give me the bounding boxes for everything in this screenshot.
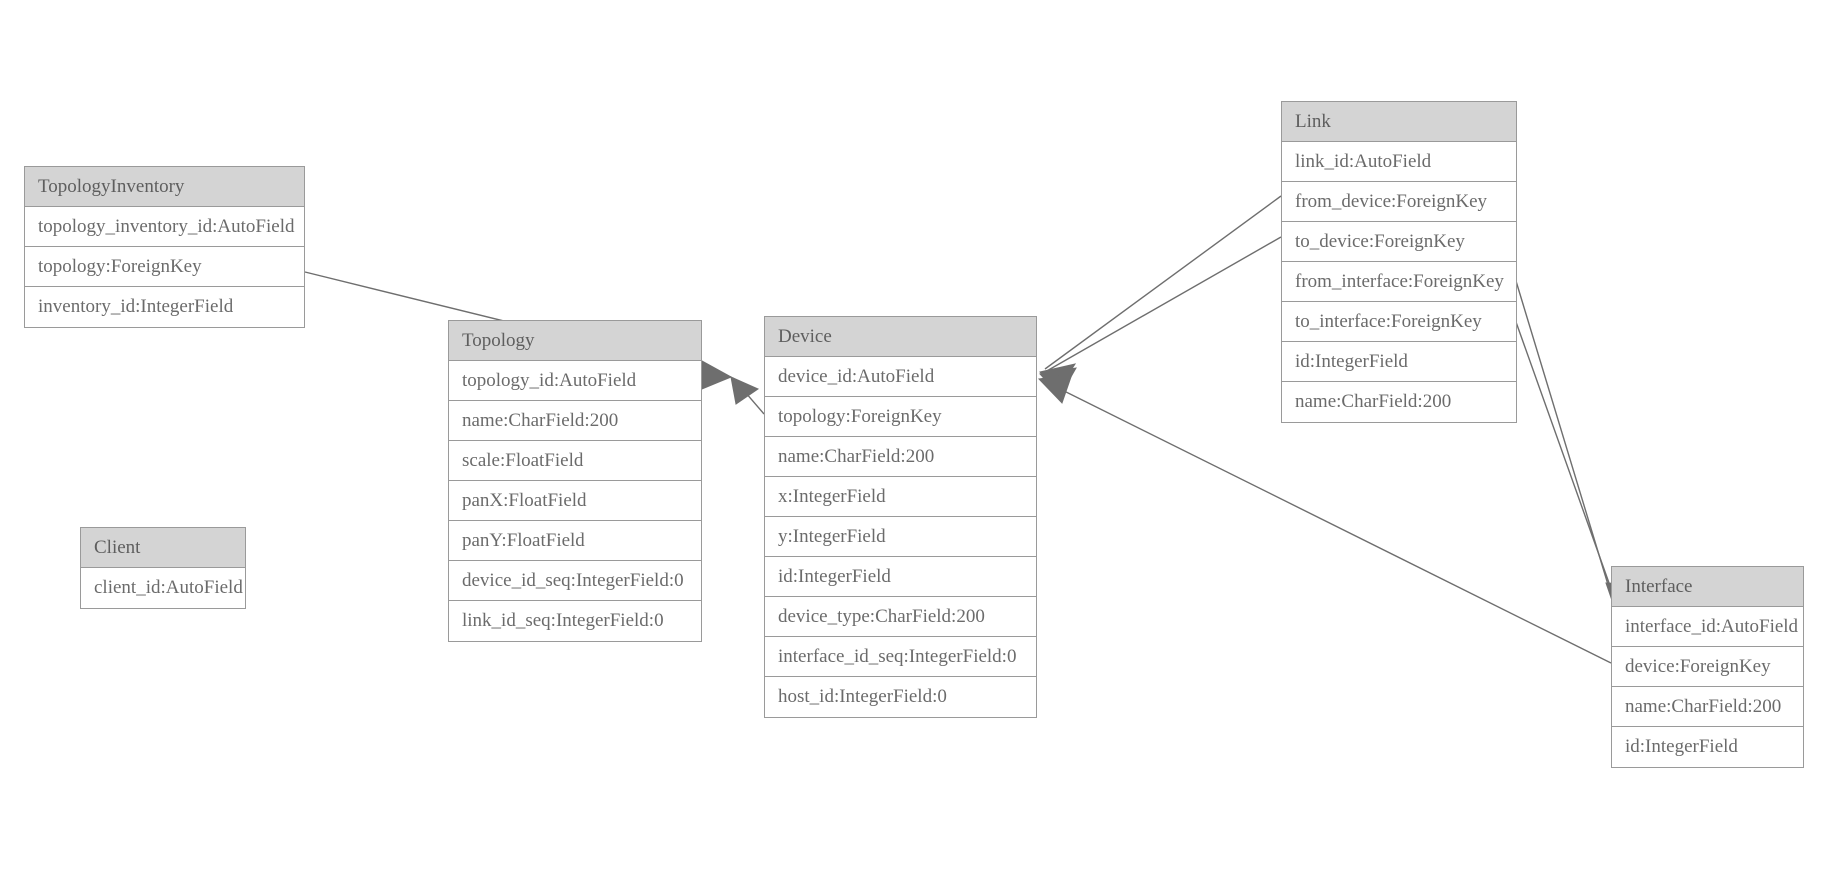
entity-field-row[interactable]: id:IntegerField: [1282, 342, 1516, 382]
relationship-line: [732, 377, 765, 415]
entity-title-link: Link: [1282, 102, 1516, 142]
relationship-line: [1043, 380, 1612, 664]
entity-field-row[interactable]: client_id:AutoField: [81, 568, 245, 608]
entity-field-row[interactable]: to_interface:ForeignKey: [1282, 302, 1516, 342]
entity-field-row[interactable]: topology:ForeignKey: [765, 397, 1036, 437]
entity-field-row[interactable]: from_interface:ForeignKey: [1282, 262, 1516, 302]
rel-link-to-device: [1039, 236, 1282, 397]
entity-field-row[interactable]: topology_inventory_id:AutoField: [25, 207, 304, 247]
entity-field-row[interactable]: device_type:CharField:200: [765, 597, 1036, 637]
relationship-line: [1515, 321, 1620, 612]
entity-field-row[interactable]: device:ForeignKey: [1612, 647, 1803, 687]
entity-field-row[interactable]: id:IntegerField: [1612, 727, 1803, 767]
entity-field-row[interactable]: y:IntegerField: [765, 517, 1036, 557]
entity-title-client: Client: [81, 528, 245, 568]
rel-device-topology: [730, 376, 765, 415]
entity-title-device: Device: [765, 317, 1036, 357]
entity-title-interface: Interface: [1612, 567, 1803, 607]
relationship-line: [1044, 195, 1282, 370]
entity-field-row[interactable]: topology_id:AutoField: [449, 361, 701, 401]
entity-field-row[interactable]: device_id_seq:IntegerField:0: [449, 561, 701, 601]
entity-field-row[interactable]: inventory_id:IntegerField: [25, 287, 304, 327]
entity-field-row[interactable]: scale:FloatField: [449, 441, 701, 481]
entity-field-row[interactable]: device_id:AutoField: [765, 357, 1036, 397]
entity-field-row[interactable]: id:IntegerField: [765, 557, 1036, 597]
entity-field-row[interactable]: to_device:ForeignKey: [1282, 222, 1516, 262]
entity-field-row[interactable]: name:CharField:200: [1612, 687, 1803, 727]
relationship-arrowhead-icon: [730, 376, 760, 405]
entity-field-row[interactable]: name:CharField:200: [765, 437, 1036, 477]
entity-title-topology_inventory: TopologyInventory: [25, 167, 304, 207]
entity-field-row[interactable]: interface_id_seq:IntegerField:0: [765, 637, 1036, 677]
rel-link-from-device: [1039, 195, 1282, 393]
relationship-arrowhead-icon: [1039, 367, 1077, 397]
entity-field-row[interactable]: topology:ForeignKey: [25, 247, 304, 287]
entity-field-row[interactable]: panX:FloatField: [449, 481, 701, 521]
entity-field-row[interactable]: panY:FloatField: [449, 521, 701, 561]
relationship-line: [1515, 280, 1617, 612]
entity-field-row[interactable]: link_id_seq:IntegerField:0: [449, 601, 701, 641]
relationship-arrowhead-icon: [1039, 363, 1077, 393]
relationship-line: [1044, 236, 1282, 373]
entity-field-row[interactable]: host_id:IntegerField:0: [765, 677, 1036, 717]
entity-title-topology: Topology: [449, 321, 701, 361]
entity-field-row[interactable]: interface_id:AutoField: [1612, 607, 1803, 647]
entity-field-row[interactable]: link_id:AutoField: [1282, 142, 1516, 182]
entity-field-row[interactable]: from_device:ForeignKey: [1282, 182, 1516, 222]
entity-field-row[interactable]: name:CharField:200: [449, 401, 701, 441]
relationship-arrowhead-icon: [1037, 373, 1073, 404]
entity-field-row[interactable]: x:IntegerField: [765, 477, 1036, 517]
entity-field-row[interactable]: name:CharField:200: [1282, 382, 1516, 422]
